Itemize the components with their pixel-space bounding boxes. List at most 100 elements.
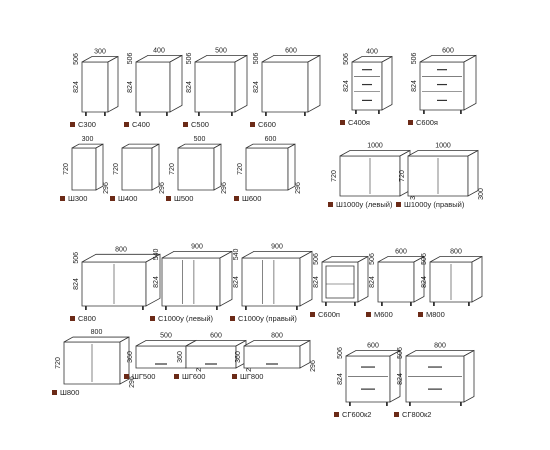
side-face [151,143,160,191]
height-dimension: 824 [397,373,404,385]
depth-dimension: 506 [73,53,80,65]
side-face [169,54,183,113]
cabinet-label: Ш300 [68,194,87,203]
cabinet-leg [349,402,351,406]
height-dimension: 360 [127,351,134,363]
width-dimension: 800 [271,333,283,340]
front-face [345,355,391,403]
cabinet-label: Ш1000у (левый) [336,200,393,209]
cabinet-leg [245,306,247,310]
side-face [219,250,233,307]
front-face [177,147,215,191]
cabinet-leg [165,306,167,310]
width-dimension: 600 [265,136,277,143]
cabinet-leg [198,112,200,116]
cabinet-label: С400 [132,120,150,129]
cabinet-label: СГ800к2 [402,410,431,419]
front-face [245,147,289,191]
top-face [63,336,130,343]
cabinet-leg [410,302,412,306]
label-marker [70,122,75,127]
label-marker [232,374,237,379]
width-dimension: 600 [395,249,407,256]
cabinet-label: Ш600 [242,194,261,203]
label-marker [166,196,171,201]
height-dimension: 360 [177,351,184,363]
depth-dimension: 506 [397,347,404,359]
side-face [463,349,475,403]
cabinet-label: С600я [416,118,438,127]
depth-dimension: 296 [221,182,228,194]
depth-dimension: 506 [411,52,418,64]
cabinet-label: С800 [78,314,96,323]
top-face [243,340,311,347]
depth-dimension: 506 [369,253,376,265]
width-dimension: 900 [191,243,203,250]
width-dimension: 300 [94,49,106,56]
height-dimension: 720 [113,163,120,175]
width-dimension: 600 [442,47,454,54]
label-marker [110,196,115,201]
width-dimension: 800 [450,249,462,256]
cabinet-leg [355,110,357,114]
top-face [339,150,411,157]
cabinet-leg [378,110,380,114]
cabinet-label: СГ600к2 [342,410,371,419]
cabinet-leg [354,302,356,306]
side-face [107,55,119,113]
depth-dimension: 506 [337,347,344,359]
depth-dimension: 296 [103,182,110,194]
width-dimension: 800 [115,246,127,253]
height-dimension: 720 [331,170,338,182]
label-marker [230,316,235,321]
depth-dimension: 506 [73,252,80,264]
cabinet-leg [85,306,87,310]
depth-dimension: 506 [127,52,134,64]
top-face [405,350,475,357]
height-dimension: 824 [369,276,376,288]
side-face [299,250,313,307]
depth-dimension: 506 [186,52,193,64]
front-face [81,61,109,113]
height-dimension: 824 [233,276,240,288]
cabinet-label: ШГ600 [182,372,205,381]
depth-dimension: 300 [478,188,485,200]
front-face [194,61,236,113]
side-face [307,54,321,113]
label-marker [174,374,179,379]
cabinet-label: Ш1000у (правый) [404,200,465,209]
height-dimension: 720 [237,163,244,175]
width-dimension: 400 [153,47,165,54]
side-face [381,55,393,111]
cabinet-leg [325,302,327,306]
label-marker [334,412,339,417]
side-face [413,255,425,303]
cabinet-leg [142,306,144,310]
top-face [407,150,479,157]
height-dimension: 824 [153,276,160,288]
cabinet-leg [460,110,462,114]
cabinet-leg [468,302,470,306]
height-dimension: 720 [169,163,176,175]
width-dimension: 600 [367,343,379,350]
label-marker [328,202,333,207]
label-marker [418,312,423,317]
height-dimension: 824 [186,81,193,93]
cabinet-leg [104,112,106,116]
side-face [95,143,104,191]
width-dimension: 600 [210,333,222,340]
side-face [234,54,248,113]
height-dimension: 824 [343,80,350,92]
depth-dimension: 296 [159,182,166,194]
cabinet-label: М600 [374,310,393,319]
